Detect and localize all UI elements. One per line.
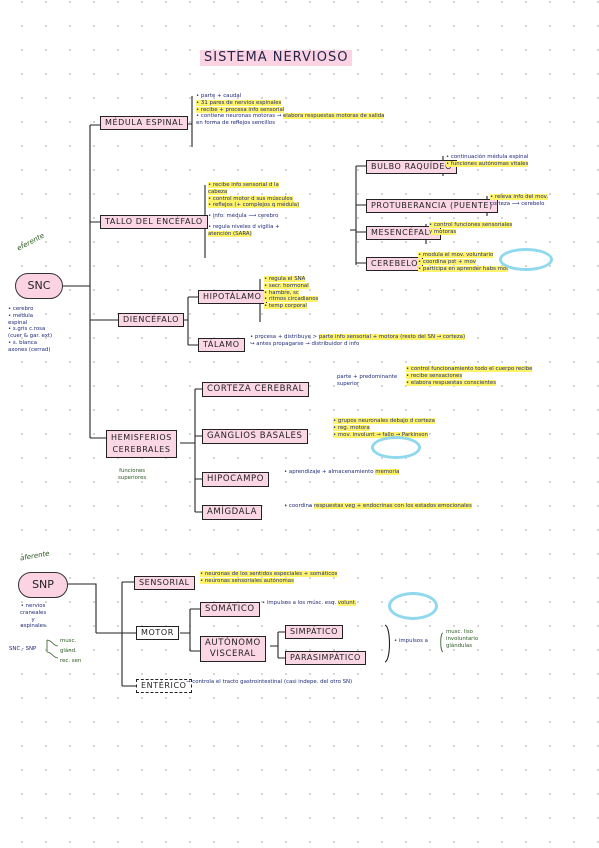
node-somatico: SOMÁTICO — [200, 602, 260, 617]
node-talamo: TÁLAMO — [198, 338, 245, 352]
somatico-notes: • impulsos a los músc. esq. volunt. — [262, 600, 357, 606]
sensorial-notes: • neuronas de los sentidos especiales + … — [200, 571, 338, 584]
ganglios-notes: • grupos neuronales debajo d corteza • r… — [333, 418, 435, 438]
tallo-notes: • recibe info sensorial d la cabeza • co… — [208, 182, 300, 237]
snp-notes: • nervios craneales y espinales — [20, 603, 47, 630]
node-hipocampo: HIPOCAMPO — [202, 472, 270, 487]
amigdala-notes: • coordina respuestas veg + endocrinas c… — [284, 503, 472, 509]
node-sensorial: SENSORIAL — [134, 576, 195, 590]
node-cerebelo: CEREBELO — [366, 257, 424, 271]
node-ganglios-basales: GANGLIOS BASALES — [202, 429, 308, 444]
bulbo-notes: • continuación médula espinal • funcione… — [446, 154, 529, 167]
snp-link-targets: musc.glánd.rec. sen — [60, 638, 82, 664]
mesencefalo-notes: • control funciones sensoriales y motora… — [429, 222, 513, 235]
node-bulbo-raquideo: BULBO RAQUÍDEO — [366, 160, 457, 174]
autonomo-notes: • impulsos a — [394, 638, 428, 644]
node-diencefalo: DIENCÉFALO — [118, 313, 185, 327]
node-protuberancia: PROTUBERANCIA (PUENTE) — [366, 199, 498, 213]
corteza-notes: • control funcionamiento todo el cuerpo … — [406, 366, 533, 386]
cerebelo-notes: • modula el mov. voluntario • coordina p… — [418, 252, 509, 272]
node-medula-espinal: MÉDULA ESPINAL — [100, 116, 189, 130]
page-title: SISTEMA NERVIOSO — [200, 50, 353, 67]
snc-snp-link: SNC - SNP — [9, 646, 37, 652]
snp-node: SNP — [18, 572, 68, 598]
node-enterico: ENTÉRICO — [136, 679, 192, 693]
talamo-notes: • procesa + distribuye > parte info sens… — [250, 334, 466, 347]
enterico-notes: → controla el tracto gastrointestinal (c… — [186, 679, 353, 685]
hipocampo-notes: • aprendizaje + almacenamiento memoria — [284, 469, 400, 475]
node-simpatico: SIMPÁTICO — [285, 625, 344, 639]
protuberancia-notes: • releva info del mov. corteza ⟶ cerebel… — [490, 194, 549, 207]
highlight-circle — [499, 248, 553, 271]
node-amigdala: AMÍGDALA — [202, 505, 262, 520]
node-hipotalamo: HIPOTÁLAMO — [198, 290, 267, 304]
hipotalamo-notes: • regula el SNA • secr. hormonal • hambr… — [264, 276, 319, 309]
snc-node: SNC — [15, 273, 63, 299]
node-tallo-encefalo: TALLO DEL ENCÉFALO — [100, 215, 208, 229]
highlight-circle — [371, 436, 421, 459]
node-corteza-cerebral: CORTEZA CEREBRAL — [202, 382, 309, 397]
node-motor: MOTOR — [136, 626, 179, 640]
node-parasimpatico: PARASIMPÁTICO — [285, 651, 366, 665]
highlight-circle — [388, 592, 438, 620]
medula-notes: • parte + caudal • 31 pares de nervios e… — [196, 93, 385, 126]
snc-notes: • cerebro• médula espinal • s.gris c.ros… — [8, 306, 53, 353]
